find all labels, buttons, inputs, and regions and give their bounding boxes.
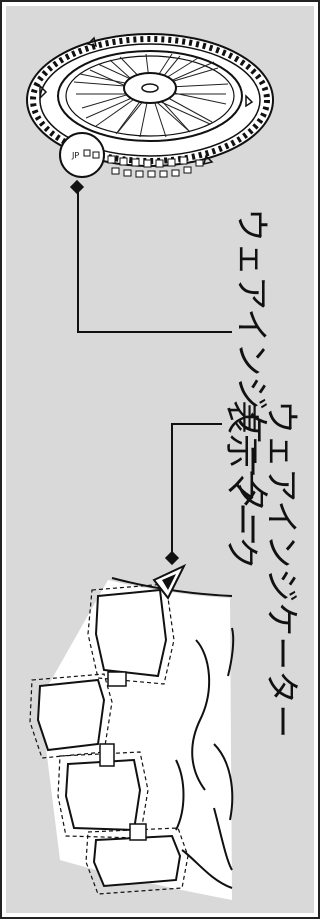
tread-wear-blocks (36, 588, 182, 888)
tire-illustration: JP (26, 33, 274, 178)
mark-label-line1: ウェアインジケーター (261, 400, 301, 738)
triangle-mark-icon (202, 154, 214, 166)
tread-closeup (29, 563, 235, 900)
triangle-mark-icon (86, 36, 98, 48)
mark-label-line2: 表示マーク (221, 400, 261, 570)
triangle-mark-icon (39, 84, 48, 100)
triangle-mark-icon (245, 94, 254, 108)
wheel-marking-text: JP (71, 151, 79, 160)
tread-blocks (107, 155, 204, 178)
mark-leader-diamond-icon (164, 550, 180, 566)
detail-circle (59, 132, 105, 178)
wear-indicator-label: ウェアインジケーター (231, 208, 271, 546)
wear-indicator-leader (77, 188, 232, 333)
mark-leader (171, 423, 222, 556)
